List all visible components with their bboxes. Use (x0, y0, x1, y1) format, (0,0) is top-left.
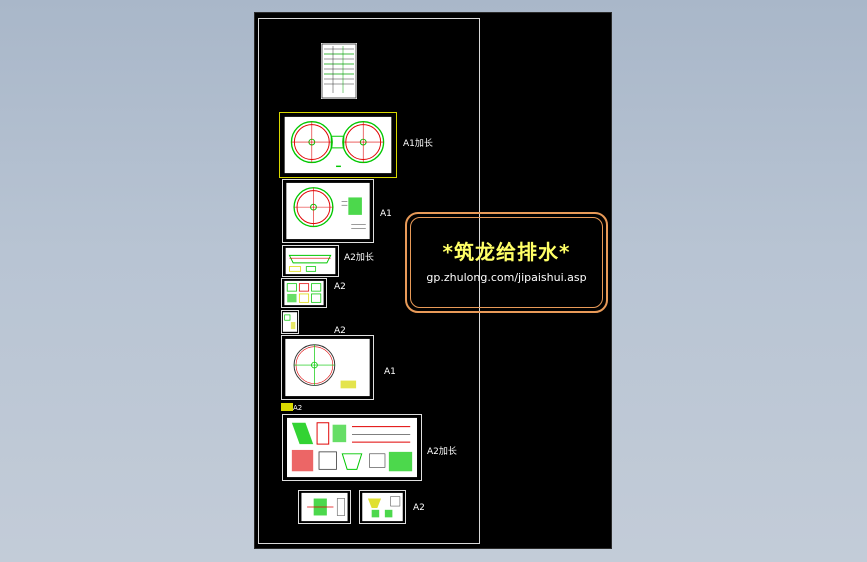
bottom-left-drawing (301, 492, 348, 522)
sheet-details-a2[interactable] (281, 278, 327, 308)
sheet-section-a2-plus[interactable] (282, 245, 339, 277)
sheet-size-label: A1加长 (403, 139, 433, 149)
sheet-size-label: A2 (334, 326, 346, 336)
sheet-size-label: A2加长 (344, 253, 374, 263)
sheet-size-label: A1 (384, 367, 396, 377)
sheet-tank-detail-a1[interactable] (282, 179, 374, 243)
details-drawing (284, 280, 324, 306)
layout-boundary (258, 18, 480, 544)
watermark-box: *筑龙给排水* gp.zhulong.com/jipaishui.asp (405, 212, 608, 313)
sheet-size-label: A2加长 (427, 447, 457, 457)
sheet-tag[interactable] (281, 403, 293, 411)
sheet-small-a2[interactable] (281, 310, 299, 334)
sheet-cover-index[interactable] (321, 43, 357, 99)
watermark-inner-border (410, 217, 603, 308)
sheet-size-label: A2 (413, 503, 425, 513)
tank-plan-a1-drawing (285, 338, 370, 397)
sheet-bottom-left-a2[interactable] (298, 490, 351, 524)
bottom-right-drawing (362, 492, 403, 522)
sheet-tank-plan-a1[interactable] (281, 335, 374, 400)
watermark-title: *筑龙给排水* (442, 240, 571, 264)
sheet-structure-details-a2-plus[interactable] (282, 414, 422, 481)
cad-model-space[interactable]: A1加长 A1 A2加长 (254, 12, 612, 549)
structure-details-drawing (287, 417, 417, 478)
tank-plan-drawing (284, 116, 392, 174)
sheet-size-label: A2 (293, 404, 303, 412)
sheet-size-label: A1 (380, 209, 392, 219)
sheet-size-label: A2 (334, 282, 346, 292)
watermark-url: gp.zhulong.com/jipaishui.asp (426, 271, 587, 284)
small-drawing (282, 312, 298, 332)
cover-index-drawing (321, 43, 357, 99)
section-drawing (285, 247, 336, 275)
sheet-tank-plan-a1-plus[interactable] (279, 112, 397, 178)
sheet-bottom-right-a2[interactable] (359, 490, 406, 524)
tank-detail-drawing (286, 182, 370, 240)
